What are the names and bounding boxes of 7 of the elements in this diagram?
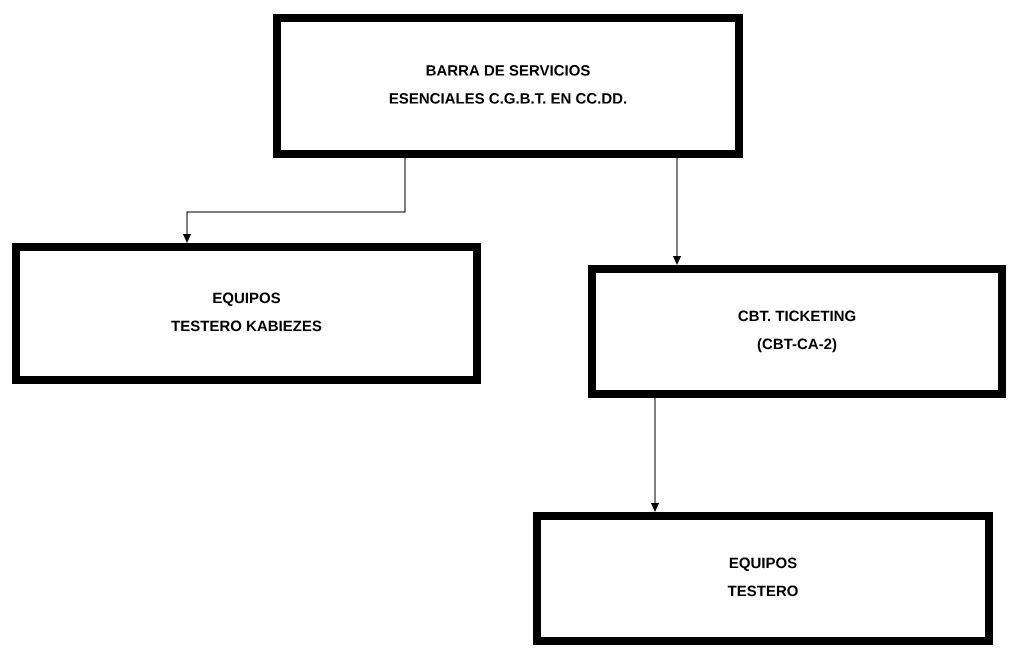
arrow bbox=[651, 397, 659, 512]
arrow bbox=[673, 157, 681, 265]
text-box: BARRA DE SERVICIOS ESENCIALES C.G.B.T. EN CC.DD. bbox=[273, 14, 743, 158]
arrow bbox=[183, 157, 406, 243]
text-box: CBT. TICKETING (CBT-CA-2) bbox=[588, 265, 1006, 398]
text-box: EQUIPOS TESTERO bbox=[533, 512, 993, 645]
text-box: EQUIPOS TESTERO KABIEZES bbox=[12, 243, 481, 384]
